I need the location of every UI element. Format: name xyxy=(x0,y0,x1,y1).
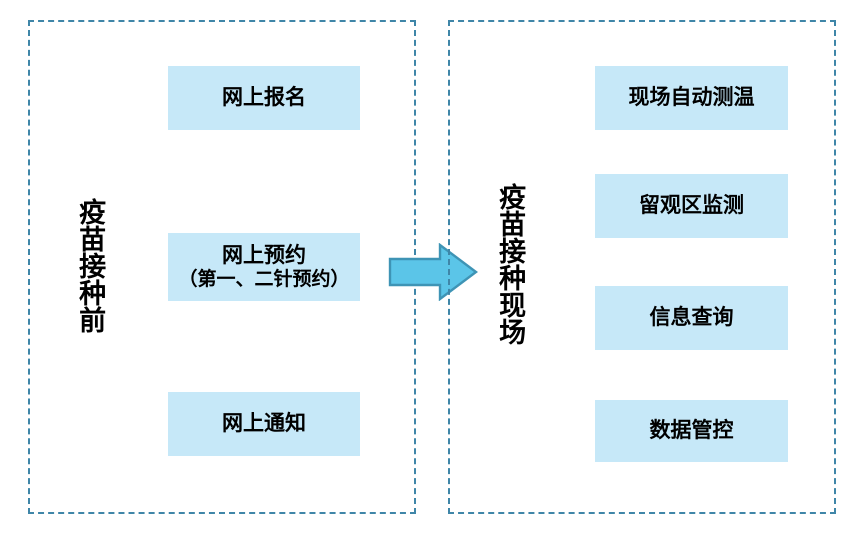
process-box-online-booking[interactable]: 网上预约 （第一、二针预约） xyxy=(168,233,360,301)
process-box-online-booking-line2: （第一、二针预约） xyxy=(178,269,350,291)
process-box-info-query-line1: 信息查询 xyxy=(649,306,734,330)
process-box-auto-temperature-line1: 现场自动测温 xyxy=(628,86,755,110)
process-box-observation-area-line1: 留观区监测 xyxy=(639,194,744,218)
stage-label-pre-vaccination: 疫苗接种前 xyxy=(75,198,106,333)
process-box-observation-area[interactable]: 留观区监测 xyxy=(595,174,788,238)
process-box-online-notice[interactable]: 网上通知 xyxy=(168,392,360,456)
process-box-online-signup-line1: 网上报名 xyxy=(222,86,306,110)
process-box-online-signup[interactable]: 网上报名 xyxy=(168,66,360,130)
stage-panel-vaccination-site xyxy=(448,20,836,514)
process-box-online-notice-line1: 网上通知 xyxy=(222,412,306,436)
process-box-data-control-line1: 数据管控 xyxy=(649,419,734,443)
right-block-arrow-icon xyxy=(388,243,478,301)
process-box-info-query[interactable]: 信息查询 xyxy=(595,286,788,350)
process-box-online-booking-line1: 网上预约 xyxy=(222,243,306,267)
process-box-data-control[interactable]: 数据管控 xyxy=(595,400,788,462)
stage-label-vaccination-site: 疫苗接种现场 xyxy=(495,183,526,345)
process-box-auto-temperature[interactable]: 现场自动测温 xyxy=(595,66,788,130)
